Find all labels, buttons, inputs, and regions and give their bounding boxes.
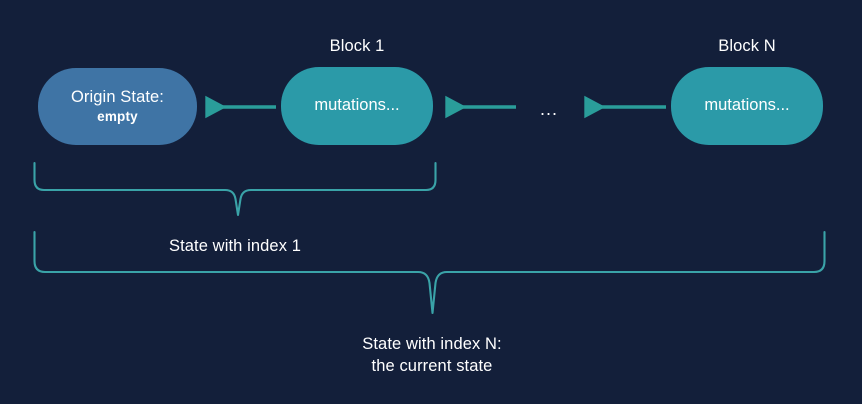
node-origin-state[interactable]: Origin State: empty xyxy=(38,68,197,145)
origin-state-subtitle: empty xyxy=(97,109,138,125)
node-block-n[interactable]: mutations... xyxy=(671,67,823,145)
node-block-1[interactable]: mutations... xyxy=(281,67,433,145)
brace-label-state-n-line-1: State with index N: xyxy=(362,335,502,353)
origin-state-title: Origin State: xyxy=(70,87,164,106)
block-caption-block-1: Block 1 xyxy=(329,37,385,55)
block-n-label: mutations... xyxy=(704,96,790,115)
brace-label-state-1-line-1: State with index 1 xyxy=(168,237,302,255)
brace-state-1 xyxy=(33,161,437,217)
brace-label-state-1: State with index 1 xyxy=(34,236,436,258)
block-caption-block-n: Block N xyxy=(718,37,776,55)
block-1-label: mutations... xyxy=(314,96,400,115)
ellipsis-label: ... xyxy=(539,99,558,119)
brace-label-state-n-line-2: the current state xyxy=(371,356,493,375)
brace-label-state-n: State with index N: the current state xyxy=(232,334,632,378)
